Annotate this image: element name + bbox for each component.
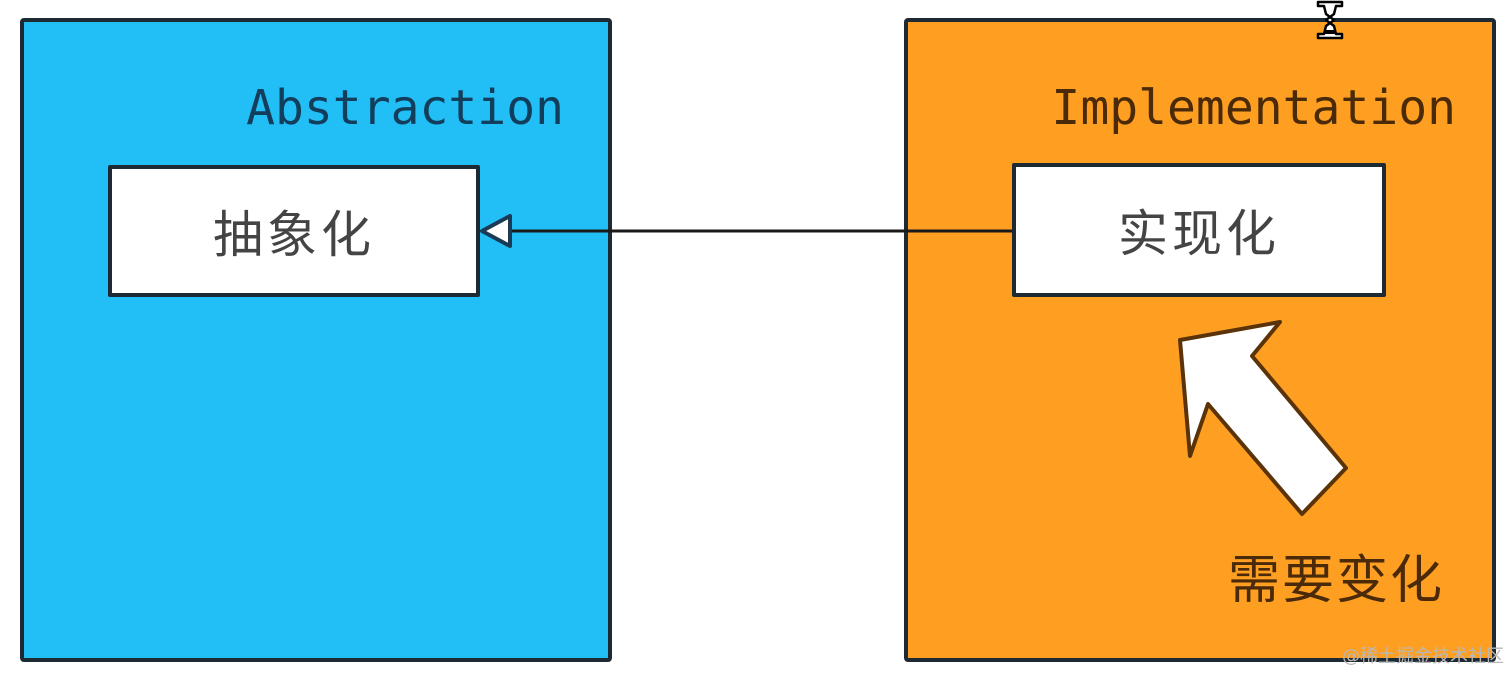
implementation-title: Implementation — [1051, 80, 1456, 136]
implementation-class-box: 实现化 — [1012, 163, 1386, 297]
implementation-panel: Implementation — [904, 18, 1496, 662]
abstraction-panel: Abstraction — [20, 18, 612, 662]
abstraction-title: Abstraction — [246, 80, 564, 136]
watermark: @稀土掘金技术社区 — [1342, 646, 1504, 667]
abstraction-class-box: 抽象化 — [108, 165, 480, 297]
change-needed-note: 需要变化 — [1228, 551, 1445, 611]
